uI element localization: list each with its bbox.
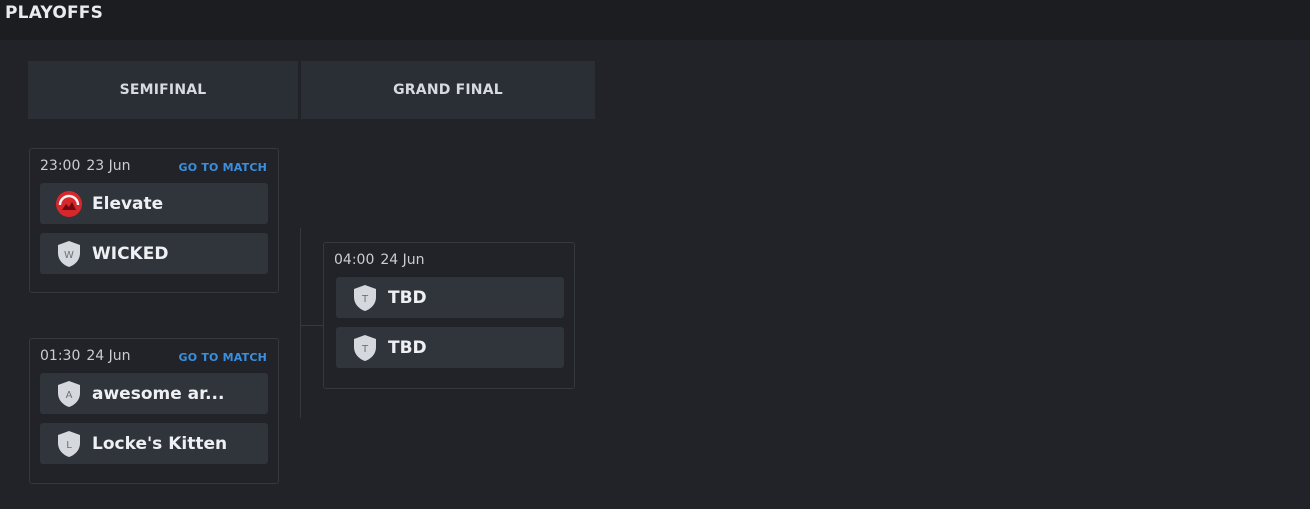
round-header-grand-final: GRAND FINAL bbox=[301, 61, 595, 119]
elevate-logo-icon bbox=[55, 190, 83, 218]
team-name: WICKED bbox=[92, 243, 169, 264]
page-header: PLAYOFFS bbox=[0, 0, 1310, 40]
team-row[interactable]: A awesome ar... bbox=[40, 373, 268, 414]
team-row[interactable]: T TBD bbox=[336, 327, 564, 368]
team-name: awesome ar... bbox=[92, 383, 225, 404]
match-date: 23 Jun bbox=[86, 158, 131, 174]
match-time: 01:30 bbox=[40, 348, 81, 364]
go-to-match-link[interactable]: GO TO MATCH bbox=[178, 161, 267, 174]
match-card-semifinal-1: 23:00 23 Jun GO TO MATCH Elevate W WICKED bbox=[29, 148, 279, 293]
team-initial: L bbox=[66, 440, 72, 451]
team-name: TBD bbox=[388, 337, 427, 358]
team-row[interactable]: W WICKED bbox=[40, 233, 268, 274]
team-initial: W bbox=[64, 250, 74, 261]
shield-icon: L bbox=[55, 430, 83, 458]
page-title: PLAYOFFS bbox=[5, 3, 104, 23]
go-to-match-link[interactable]: GO TO MATCH bbox=[178, 351, 267, 364]
bracket-connector bbox=[300, 228, 301, 418]
team-initial: T bbox=[361, 344, 369, 355]
team-name: Elevate bbox=[92, 193, 164, 214]
team-initial: T bbox=[361, 294, 369, 305]
match-date: 24 Jun bbox=[86, 348, 131, 364]
bracket-connector bbox=[300, 325, 323, 326]
match-datetime: 01:30 24 Jun bbox=[40, 348, 131, 364]
team-row[interactable]: T TBD bbox=[336, 277, 564, 318]
match-datetime: 04:00 24 Jun bbox=[334, 252, 425, 268]
team-name: TBD bbox=[388, 287, 427, 308]
shield-icon: T bbox=[351, 334, 379, 362]
team-name: Locke's Kitten bbox=[92, 433, 228, 454]
team-row[interactable]: Elevate bbox=[40, 183, 268, 224]
match-time: 23:00 bbox=[40, 158, 81, 174]
round-header-divider bbox=[298, 61, 301, 119]
shield-icon: T bbox=[351, 284, 379, 312]
match-time: 04:00 bbox=[334, 252, 375, 268]
match-date: 24 Jun bbox=[380, 252, 425, 268]
match-datetime: 23:00 23 Jun bbox=[40, 158, 131, 174]
match-card-grand-final: 04:00 24 Jun T TBD T TBD bbox=[323, 242, 575, 389]
team-row[interactable]: L Locke's Kitten bbox=[40, 423, 268, 464]
team-initial: A bbox=[66, 390, 73, 401]
round-header-semifinal: SEMIFINAL bbox=[28, 61, 298, 119]
shield-icon: A bbox=[55, 380, 83, 408]
shield-icon: W bbox=[55, 240, 83, 268]
